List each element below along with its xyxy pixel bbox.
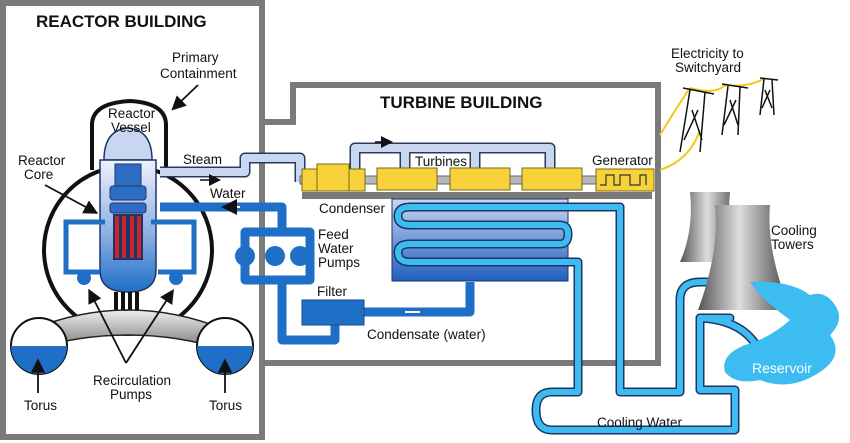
label-condenser: Condenser [319, 201, 386, 216]
label-primary-containment-1: Primary [172, 50, 219, 65]
reactor-building-title: REACTOR BUILDING [36, 12, 207, 31]
label-steam: Steam [183, 152, 222, 167]
reactor-core [113, 214, 143, 260]
label-filter: Filter [317, 284, 348, 299]
label-reservoir: Reservoir [752, 360, 812, 376]
label-reactor-vessel-2: Vessel [111, 120, 151, 135]
label-primary-containment-2: Containment [160, 66, 237, 81]
label-recirculation-pumps-2: Pumps [110, 387, 152, 402]
label-feed-water-pumps-3: Pumps [318, 255, 360, 270]
label-cooling-towers-1: Cooling [771, 223, 817, 238]
turbine-floor [302, 192, 652, 199]
reactor-building [0, 0, 265, 440]
label-electricity-2: Switchyard [675, 60, 741, 75]
label-torus-left: Torus [24, 398, 57, 413]
torus-left [10, 317, 68, 375]
transmission-towers [679, 77, 779, 153]
turbine-building [262, 82, 661, 366]
power-lines [659, 77, 766, 171]
label-feed-water-pumps-2: Water [318, 241, 354, 256]
label-reactor-core-2: Core [24, 167, 53, 182]
label-reactor-vessel-1: Reactor [108, 106, 156, 121]
reservoir [724, 281, 839, 385]
turbine-building-title: TURBINE BUILDING [380, 93, 542, 112]
reactor-vessel [99, 127, 157, 293]
label-electricity-1: Electricity to [671, 46, 744, 61]
label-generator: Generator [592, 153, 653, 168]
turbines [301, 163, 583, 192]
label-water: Water [210, 186, 246, 201]
label-cooling-towers-2: Towers [771, 237, 814, 252]
recirculation-pumps [77, 271, 183, 285]
control-rod-drives [114, 292, 139, 310]
pointer-arrows [30, 84, 233, 393]
label-cooling-water: Cooling Water [597, 415, 683, 430]
label-reactor-core-1: Reactor [18, 153, 66, 168]
feed-water-pumps [235, 246, 310, 266]
label-condensate: Condensate (water) [367, 327, 486, 342]
label-feed-water-pumps-1: Feed [318, 227, 349, 242]
filter [301, 299, 365, 326]
label-turbines: Turbines [415, 154, 467, 169]
generator [595, 168, 655, 192]
label-recirculation-pumps-1: Recirculation [93, 373, 171, 388]
label-torus-right: Torus [209, 398, 242, 413]
